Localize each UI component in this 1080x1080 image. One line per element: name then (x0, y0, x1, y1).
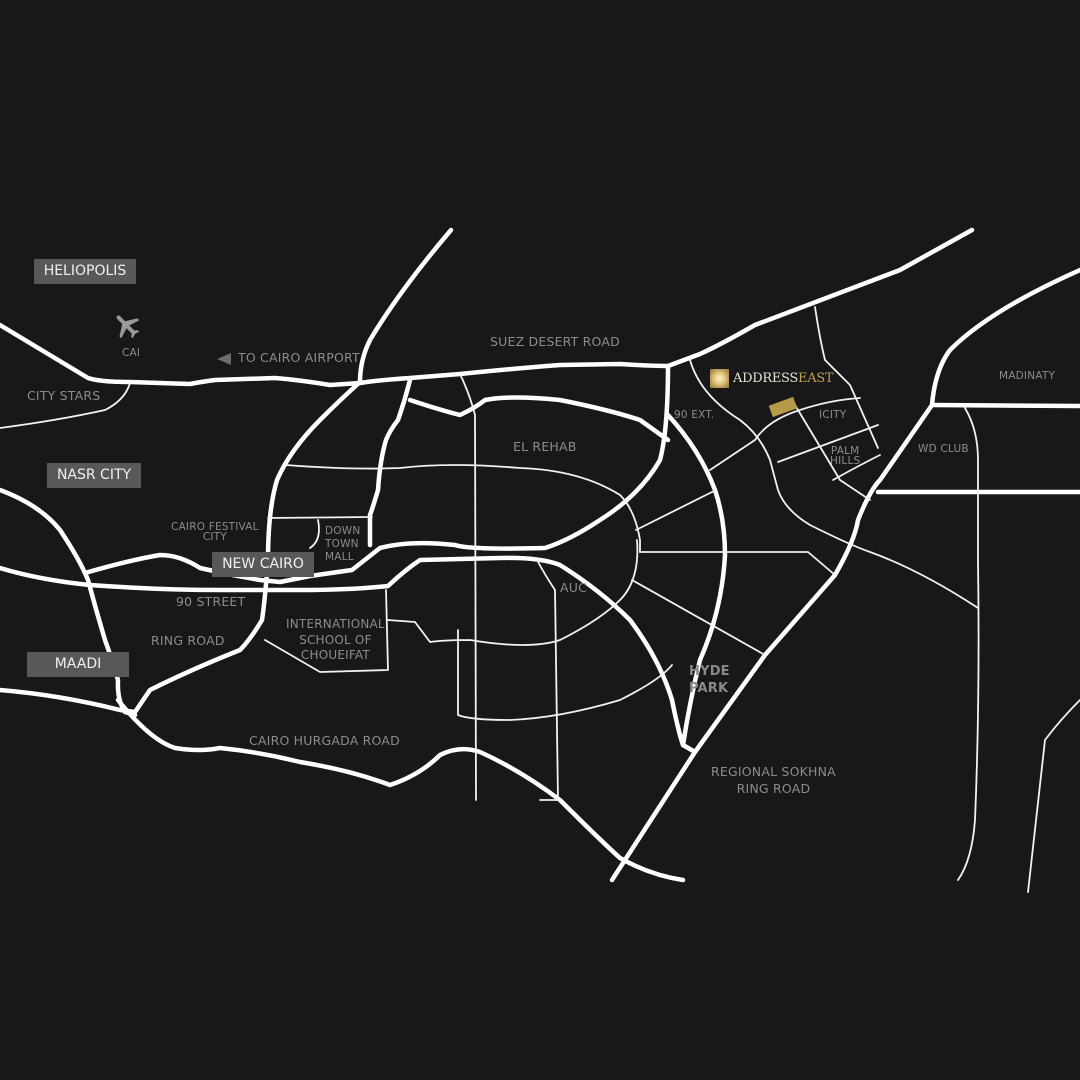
label-el-rehab: EL REHAB (513, 439, 577, 454)
label-icity: ICITY (819, 409, 847, 421)
road-90-ext-arc (665, 412, 728, 748)
road-north-spur (132, 227, 454, 715)
label-ring-road: RING ROAD (151, 633, 225, 648)
district-nasr-city: NASR CITY (47, 463, 141, 488)
label-90-street: 90 STREET (176, 594, 246, 609)
label-auc: AUC (560, 580, 588, 595)
label-wd-club: WD CLUB (918, 443, 969, 455)
road-90-street-lower (0, 555, 698, 755)
airport-code-label: CAI (122, 347, 141, 359)
airplane-icon (111, 309, 143, 341)
road-madinaty-south (929, 402, 1080, 409)
address-east-wordmark: ADDRESSEAST (733, 371, 834, 386)
label-city-stars: CITY STARS (27, 388, 101, 403)
label-cairo-hurgada-road: CAIRO HURGADA ROAD (249, 733, 400, 748)
minor-roads (0, 306, 1080, 893)
label-madinaty: MADINATY (999, 370, 1056, 382)
label-suez-desert-road: SUEZ DESERT ROAD (490, 334, 620, 349)
road-ring-left (0, 487, 138, 718)
brand-name-east: EAST (798, 371, 834, 386)
road-maadi (0, 687, 138, 715)
to-airport-label: TO CAIRO AIRPORT (238, 350, 360, 365)
road-90-street-upper (82, 363, 671, 585)
district-new-cairo: NEW CAIRO (212, 552, 314, 577)
district-heliopolis: HELIOPOLIS (34, 259, 136, 284)
road-rehab-north (407, 395, 671, 443)
road-rehab-west (367, 377, 413, 548)
label-90-ext: 90 EXT. (674, 409, 715, 421)
district-maadi: MAADI (27, 652, 129, 677)
address-east-logo: ADDRESSEAST (710, 369, 834, 388)
brand-name-address: ADDRESS (733, 371, 798, 386)
triangle-left-icon (217, 353, 231, 365)
road-cairo-hurgada (115, 697, 686, 883)
address-east-logo-mark-icon (710, 369, 729, 388)
